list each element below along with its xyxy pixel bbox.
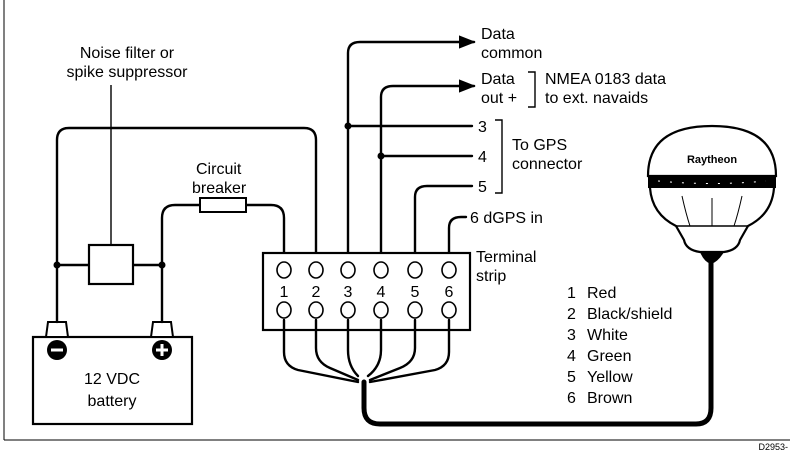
legend-color-2: Black/shield [587, 306, 672, 323]
legend-num-6: 6 [567, 390, 576, 407]
to-gps-label-line1: To GPS [512, 137, 567, 154]
terminal-strip-body [261, 251, 472, 332]
figure-code: D2953- [758, 442, 788, 450]
data-out-label-line2: out + [481, 90, 517, 107]
terminal-screw-top-2 [308, 261, 324, 279]
gps-pin5-wire [413, 184, 474, 264]
legend-num-5: 5 [567, 369, 576, 386]
noise-filter-label-line1: Noise filter or [80, 45, 175, 62]
terminal-screw-top-4 [373, 261, 389, 279]
terminal-screw-bottom-5 [407, 301, 423, 319]
positive-wire [160, 203, 202, 324]
battery-positive-post [149, 321, 175, 338]
terminal-strip-label-line1: Terminal [476, 249, 536, 266]
frame-border [3, 0, 790, 441]
terminal-screw-top-5 [407, 261, 423, 279]
nmea-label-line2: to ext. navaids [545, 90, 648, 107]
data-out-wire [379, 79, 476, 264]
battery: 12 VDC battery [31, 321, 194, 426]
data-common-label-line2: common [481, 45, 542, 62]
terminal-screw-top-1 [276, 261, 292, 279]
legend-color-5: Yellow [587, 369, 633, 386]
gps-pin4-label: 4 [478, 149, 487, 166]
cable-harness [282, 318, 451, 384]
data-out-label-line1: Data [481, 71, 515, 88]
nmea-label-line1: NMEA 0183 data [545, 71, 666, 88]
terminal-screw-bottom-3 [340, 301, 356, 319]
terminal-screw-bottom-6 [441, 301, 457, 319]
terminal-screw-bottom-4 [373, 301, 389, 319]
legend-num-1: 1 [567, 285, 576, 302]
terminal-number-5: 5 [411, 284, 420, 301]
terminal-screw-bottom-2 [308, 301, 324, 319]
circuit-breaker [199, 197, 247, 213]
dgps-in-label: 6 dGPS in [470, 210, 543, 227]
terminal-screw-top-3 [340, 261, 356, 279]
terminal-screw-top-6 [441, 261, 457, 279]
terminal-number-1: 1 [280, 284, 289, 301]
legend-num-3: 3 [567, 327, 576, 344]
negative-wire [55, 126, 318, 324]
to-gps-label-line2: connector [512, 156, 583, 173]
circuit-breaker-label-line2: breaker [192, 180, 247, 197]
antenna-cable [361, 259, 714, 427]
gps-antenna: Raytheon [646, 124, 778, 264]
legend-color-3: White [587, 327, 628, 344]
dgps-in-wire [447, 215, 468, 264]
data-common-label-line1: Data [481, 26, 515, 43]
terminal-strip: 1 2 3 4 5 6 [261, 251, 472, 332]
legend-color-6: Brown [587, 390, 632, 407]
noise-filter-label-line2: spike suppressor [67, 64, 189, 81]
terminal-number-2: 2 [312, 284, 321, 301]
legend-num-2: 2 [567, 306, 576, 323]
terminal-number-3: 3 [344, 284, 353, 301]
battery-label-line2: battery [88, 393, 137, 410]
legend-color-1: Red [587, 285, 616, 302]
legend-color-4: Green [587, 348, 631, 365]
data-common-wire [346, 35, 476, 264]
gps-pin3-label: 3 [478, 119, 487, 136]
battery-negative-post [44, 321, 70, 338]
antenna-dome [646, 124, 778, 178]
antenna-brand-label: Raytheon [687, 154, 737, 166]
terminal-number-4: 4 [377, 284, 386, 301]
noise-filter [53, 85, 166, 286]
legend-num-4: 4 [567, 348, 576, 365]
circuit-breaker-label-line1: Circuit [196, 161, 242, 178]
terminal-screw-bottom-1 [276, 301, 292, 319]
terminal-number-6: 6 [445, 284, 454, 301]
nmea-bracket [528, 71, 536, 108]
battery-label-line1: 12 VDC [84, 371, 140, 388]
gps-pin5-label: 5 [478, 179, 487, 196]
noise-filter-box [87, 243, 135, 286]
gps-bracket [495, 119, 503, 194]
breaker-to-terminal1-wire [244, 203, 286, 264]
terminal-strip-label-line2: strip [476, 268, 506, 285]
wire-color-legend: 1 Red 2 Black/shield 3 White 4 Green 5 Y… [567, 285, 672, 407]
